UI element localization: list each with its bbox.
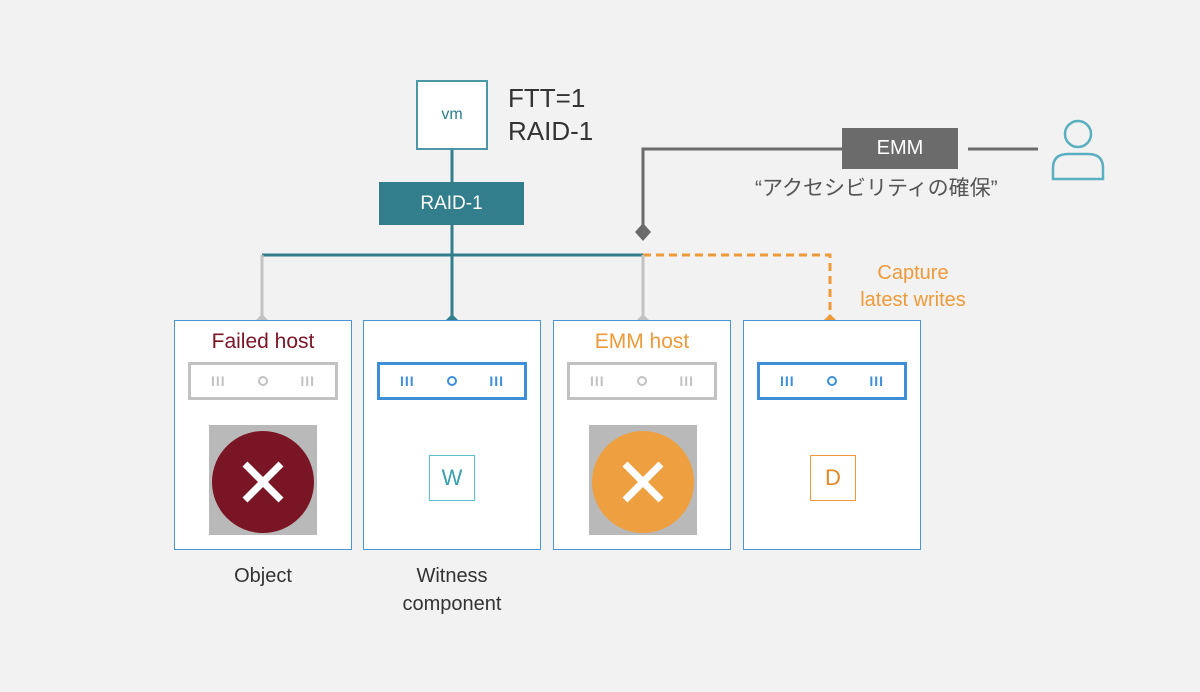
user-icon bbox=[1051, 119, 1105, 181]
host-title-emm: EMM host bbox=[594, 330, 690, 353]
emm-caption: “アクセシビリティの確保” bbox=[755, 177, 998, 200]
label-witness: Witness component bbox=[363, 562, 541, 618]
host-title-failed: Failed host bbox=[211, 330, 315, 353]
raid-bar-label: RAID-1 bbox=[420, 192, 483, 214]
component-witness-letter: W bbox=[441, 465, 463, 490]
server-bars-left: III bbox=[400, 373, 415, 389]
label-witness-line-2: component bbox=[402, 593, 502, 615]
label-witness-line-1: Witness bbox=[416, 565, 488, 587]
server-dot bbox=[637, 376, 647, 386]
capture-note: Capture latest writes bbox=[838, 260, 988, 314]
server-bars-right: III bbox=[869, 373, 884, 389]
emm-indicator bbox=[592, 431, 694, 533]
server-bars-left: III bbox=[780, 373, 795, 389]
server-icon: III III bbox=[757, 362, 907, 400]
server-bars-left: III bbox=[590, 373, 605, 389]
capture-line-1: Capture bbox=[877, 262, 949, 284]
capture-dashed-line bbox=[643, 253, 832, 322]
raid-policy-label: RAID-1 bbox=[508, 116, 594, 146]
component-data-letter: D bbox=[825, 465, 841, 490]
host-data bbox=[743, 320, 921, 550]
vm-box: vm bbox=[416, 80, 488, 150]
ftt-label: FTT=1 bbox=[508, 83, 586, 113]
server-dot bbox=[827, 376, 837, 386]
failed-indicator bbox=[212, 431, 314, 533]
server-dot bbox=[258, 376, 268, 386]
emm-connector-line bbox=[641, 147, 842, 232]
component-witness: W bbox=[429, 455, 475, 501]
policy-text: FTT=1 RAID-1 bbox=[508, 82, 593, 148]
emm-bar: EMM bbox=[842, 128, 958, 169]
server-dot bbox=[447, 376, 457, 386]
label-object: Object bbox=[234, 565, 292, 587]
host-witness bbox=[363, 320, 541, 550]
close-icon bbox=[622, 461, 664, 503]
emm-bar-label: EMM bbox=[876, 137, 924, 159]
server-icon: III III bbox=[567, 362, 717, 400]
server-bars-right: III bbox=[300, 373, 315, 389]
server-bars-right: III bbox=[489, 373, 504, 389]
server-bars-right: III bbox=[679, 373, 694, 389]
server-bars-left: III bbox=[211, 373, 226, 389]
capture-line-2: latest writes bbox=[860, 289, 966, 311]
raid-bar: RAID-1 bbox=[379, 182, 524, 225]
server-icon: III III bbox=[377, 362, 527, 400]
server-icon: III III bbox=[188, 362, 338, 400]
emm-diamond bbox=[635, 223, 651, 241]
component-data: D bbox=[810, 455, 856, 501]
close-icon bbox=[242, 461, 284, 503]
vm-label: vm bbox=[441, 106, 463, 123]
